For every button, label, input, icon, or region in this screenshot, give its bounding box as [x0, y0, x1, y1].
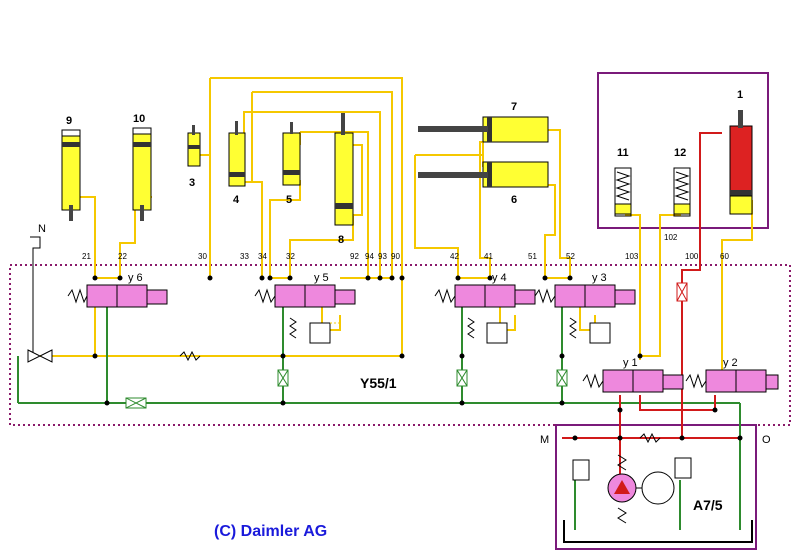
label-n: N [38, 223, 46, 235]
cylinder-4 [228, 121, 246, 187]
throttle-markers [125, 282, 688, 409]
port-21: 21 [82, 252, 91, 261]
port-60: 60 [720, 252, 729, 261]
actuator-1-frame [597, 72, 769, 229]
valve-label-y5: y 5 [314, 272, 329, 284]
label-cylinder-8: 8 [338, 234, 344, 246]
cylinder-1 [729, 110, 753, 215]
cylinder-6 [418, 161, 549, 188]
label-cylinder-12: 12 [674, 147, 686, 159]
unit-label-y55-1: Y55/1 [360, 375, 397, 391]
port-94: 94 [365, 252, 374, 261]
line-spring [179, 350, 201, 362]
check-valve [27, 349, 42, 363]
relief-valve-y5 [289, 317, 340, 344]
valve-y2 [685, 369, 779, 393]
port-102: 102 [664, 233, 678, 242]
cylinder-7 [418, 116, 549, 143]
cylinder-10 [132, 127, 152, 221]
pump-unit-frame [555, 424, 757, 550]
cylinder-8 [334, 113, 354, 226]
port-32: 32 [286, 252, 295, 261]
label-cylinder-4: 4 [233, 194, 240, 206]
cylinder-5 [282, 122, 301, 186]
cylinder-12 [673, 167, 691, 217]
label-cylinder-9: 9 [66, 115, 72, 127]
relief-valve-y4 [467, 317, 508, 344]
valve-y5 [254, 284, 356, 308]
port-92: 92 [350, 252, 359, 261]
port-22: 22 [118, 252, 127, 261]
junction-dots [92, 275, 743, 441]
valve-y1 [582, 369, 684, 393]
valve-label-y2: y 2 [723, 357, 738, 369]
cylinder-9 [61, 129, 81, 221]
label-cylinder-5: 5 [286, 194, 292, 206]
label-cylinder-11: 11 [617, 147, 629, 159]
valve-label-y3: y 3 [592, 272, 607, 284]
port-30: 30 [198, 252, 207, 261]
label-o: O [762, 434, 771, 446]
relief-valve-y3 [569, 317, 611, 344]
port-33: 33 [240, 252, 249, 261]
label-cylinder-3: 3 [189, 177, 195, 189]
red-lines [562, 132, 740, 488]
port-90: 90 [391, 252, 400, 261]
pump-unit-label: A7/5 [693, 497, 723, 513]
valve-label-y6: y 6 [128, 272, 143, 284]
reservoir [563, 520, 753, 543]
pump-relief-valves [572, 432, 692, 481]
check-valve-2 [38, 349, 53, 363]
port-51: 51 [528, 252, 537, 261]
cylinder-11 [614, 167, 632, 217]
valve-label-y4: y 4 [492, 272, 507, 284]
valve-block-frame [9, 264, 791, 426]
valve-y4 [434, 284, 536, 308]
port-103: 103 [625, 252, 639, 261]
port-41: 41 [484, 252, 493, 261]
port-52: 52 [566, 252, 575, 261]
pilot-line-n [30, 236, 41, 356]
valve-label-y1: y 1 [623, 357, 638, 369]
cylinder-3 [187, 125, 201, 167]
label-m: M [540, 434, 549, 446]
label-cylinder-7: 7 [511, 101, 517, 113]
pump [607, 454, 675, 524]
valve-y6 [67, 284, 168, 308]
valve-y3 [534, 284, 636, 308]
label-cylinder-10: 10 [133, 113, 145, 125]
label-cylinder-6: 6 [511, 194, 517, 206]
port-93: 93 [378, 252, 387, 261]
copyright-text: (C) Daimler AG [214, 523, 327, 540]
port-100: 100 [685, 252, 699, 261]
label-cylinder-1: 1 [737, 89, 743, 101]
port-42: 42 [450, 252, 459, 261]
port-34: 34 [258, 252, 267, 261]
